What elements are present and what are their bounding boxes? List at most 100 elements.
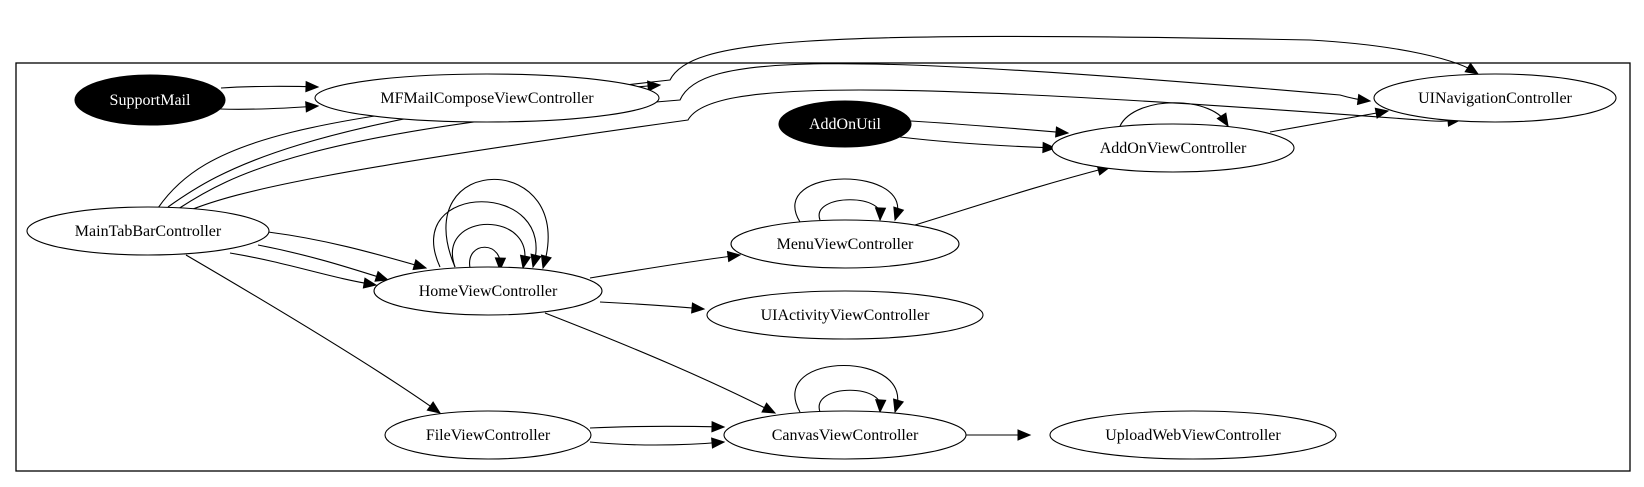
- arrowhead: [426, 401, 442, 414]
- edge-filevc-to-canvasvc: [589, 420, 726, 433]
- arrowhead: [647, 80, 662, 92]
- edge-filevc-to-canvasvc: [589, 437, 726, 449]
- node-menuvc[interactable]: MenuViewController: [730, 219, 960, 269]
- node-addonutil[interactable]: AddOnUtil: [778, 100, 912, 148]
- edge-line: [1119, 102, 1229, 127]
- edge-canvasvc-to-canvasvc: [818, 389, 887, 414]
- arrowhead: [1374, 107, 1390, 119]
- edge-line: [899, 136, 1056, 149]
- node-mfmail[interactable]: MFMailComposeViewController: [314, 73, 660, 123]
- arrowhead: [761, 402, 777, 414]
- node-support-mail[interactable]: SupportMail: [74, 74, 226, 126]
- edge-maintab-to-filevc: [185, 254, 442, 414]
- edge-line: [599, 301, 705, 310]
- edge-addonutil-to-addonvc: [910, 120, 1070, 138]
- arrowhead: [1356, 93, 1372, 106]
- node-ellipse: [1049, 410, 1337, 460]
- edge-line: [910, 120, 1069, 134]
- node-ellipse: [723, 410, 967, 460]
- node-filevc[interactable]: FileViewController: [384, 410, 592, 460]
- arrowhead: [1055, 126, 1070, 138]
- arrowhead: [711, 420, 726, 433]
- node-label: MFMailComposeViewController: [380, 90, 594, 107]
- edge-canvasvc-to-uploadweb: [966, 429, 1032, 441]
- arrowhead: [1216, 112, 1229, 128]
- arrowhead: [893, 398, 905, 414]
- node-uploadweb[interactable]: UploadWebViewController: [1049, 410, 1337, 460]
- arrowhead: [1017, 429, 1032, 441]
- arrowhead: [1042, 141, 1057, 154]
- node-label: SupportMail: [110, 92, 191, 109]
- edge-menuvc-to-addonvc: [914, 164, 1112, 226]
- arrowhead: [540, 254, 552, 270]
- edge-homevc-to-uiactivity: [599, 301, 706, 314]
- edge-line: [589, 254, 741, 279]
- node-label: UploadWebViewController: [1105, 427, 1281, 444]
- edge-homevc-to-homevc: [445, 179, 552, 270]
- edge-line: [794, 178, 899, 223]
- edge-line: [445, 179, 549, 269]
- edge-support-mail-to-mfmail: [220, 80, 320, 93]
- graph-cluster-border: [15, 62, 1631, 472]
- node-ellipse: [1051, 123, 1295, 173]
- node-ellipse: [778, 100, 912, 148]
- node-canvasvc[interactable]: CanvasViewController: [723, 410, 967, 460]
- arrowhead: [691, 302, 706, 314]
- edge-line: [267, 231, 427, 269]
- node-label: AddOnUtil: [809, 116, 882, 133]
- node-ellipse: [384, 410, 592, 460]
- node-label: MenuViewController: [777, 236, 914, 253]
- edge-addonvc-to-addonvc: [1119, 102, 1229, 128]
- edge-line: [229, 252, 377, 286]
- edge-line: [219, 105, 319, 110]
- arrowhead: [362, 277, 378, 289]
- node-label: UINavigationController: [1418, 90, 1572, 107]
- arrowhead: [711, 437, 726, 449]
- edge-line: [818, 199, 882, 221]
- node-ellipse: [1373, 73, 1617, 123]
- node-addonvc[interactable]: AddOnViewController: [1051, 123, 1295, 173]
- edge-canvasvc-to-canvasvc: [794, 364, 905, 414]
- arrowhead: [412, 259, 428, 271]
- edge-line: [589, 441, 725, 446]
- node-homevc[interactable]: HomeViewController: [373, 266, 603, 316]
- arrowhead: [893, 206, 905, 222]
- arrowhead: [519, 254, 532, 270]
- edge-maintab-to-homevc: [267, 231, 428, 271]
- edge-line: [818, 389, 882, 413]
- edge-homevc-to-menuvc: [589, 250, 742, 279]
- edge-line: [220, 85, 319, 89]
- arrowhead: [305, 101, 320, 113]
- node-ellipse: [373, 266, 603, 316]
- arrowhead: [374, 270, 390, 282]
- arrowhead: [494, 257, 507, 272]
- edge-support-mail-to-mfmail: [219, 101, 320, 113]
- edge-homevc-to-homevc: [433, 201, 542, 269]
- node-ellipse: [706, 290, 984, 340]
- edge-homevc-to-canvasvc: [544, 312, 777, 414]
- edge-line: [1269, 110, 1389, 133]
- edge-maintab-to-uinav: [177, 63, 1372, 210]
- node-label: FileViewController: [426, 427, 551, 444]
- arrowhead: [874, 207, 887, 222]
- node-ellipse: [74, 74, 226, 126]
- arrowhead: [875, 399, 887, 414]
- node-label: AddOnViewController: [1100, 140, 1247, 157]
- node-uiactivity[interactable]: UIActivityViewController: [706, 290, 984, 340]
- edge-line: [589, 425, 725, 429]
- edge-menuvc-to-menuvc: [794, 178, 905, 223]
- edge-addonvc-to-uinav: [1269, 107, 1390, 133]
- edge-line: [544, 312, 776, 414]
- node-maintab[interactable]: MainTabBarController: [26, 206, 270, 256]
- edge-line: [167, 35, 1479, 208]
- edge-maintab-to-uinav: [167, 35, 1480, 208]
- node-label: MainTabBarController: [75, 223, 222, 240]
- edge-line: [187, 89, 1461, 212]
- node-label: UIActivityViewController: [761, 307, 930, 324]
- node-uinav[interactable]: UINavigationController: [1373, 73, 1617, 123]
- edge-line: [914, 166, 1111, 226]
- edge-line: [794, 364, 899, 413]
- edge-line: [257, 244, 389, 281]
